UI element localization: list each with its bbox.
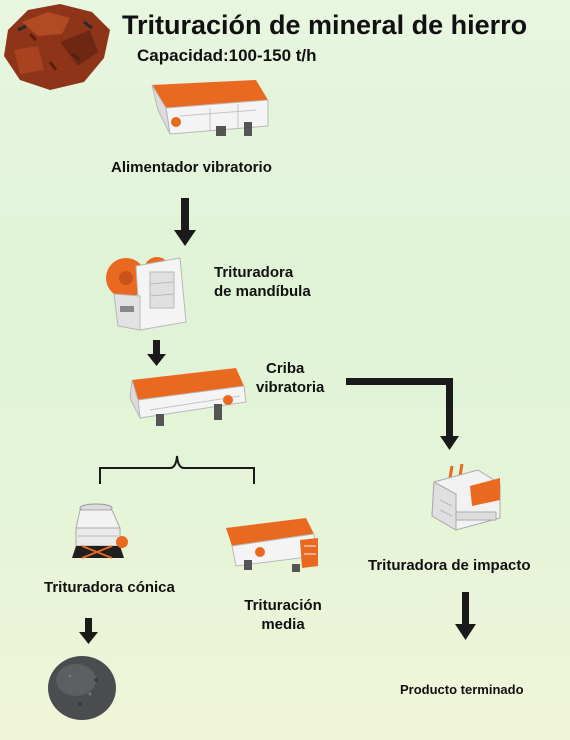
impact-crusher-label: Trituradora de impacto [368,557,531,574]
jaw-crusher-label-line2: de mandíbula [214,283,311,300]
medium-crushing-label-line2: media [261,616,305,633]
cone-crusher-machine [72,503,128,559]
medium-crushing-machine [226,518,318,572]
impact-crusher-machine [431,463,501,531]
vibrating-screen-machine [129,368,247,426]
feeder-machine [151,80,269,136]
split-brace [99,455,255,484]
screen-label-line1: Criba [266,360,305,377]
medium-crushing-label-line1: Trituración [244,597,322,614]
finished-product-label: Producto terminado [400,682,524,697]
jaw-crusher-label-line1: Trituradora [214,264,294,281]
iron-ore-image [4,4,110,90]
arrow-cone-to-product [79,618,98,644]
screen-label-line2: vibratoria [256,379,325,396]
page-title: Trituración de mineral de hierro [122,10,528,40]
cone-crusher-label: Trituradora cónica [44,579,175,596]
jaw-crusher-machine [106,257,187,331]
feeder-label: Alimentador vibratorio [111,159,272,176]
product-pile-image [48,656,116,720]
arrow-jaw-to-screen [147,340,166,366]
arrow-feeder-to-jaw [174,198,196,246]
arrow-impact-to-product [455,592,476,640]
capacity-label: Capacidad:100-150 t/h [137,46,317,65]
arrow-screen-to-impact [346,378,459,450]
